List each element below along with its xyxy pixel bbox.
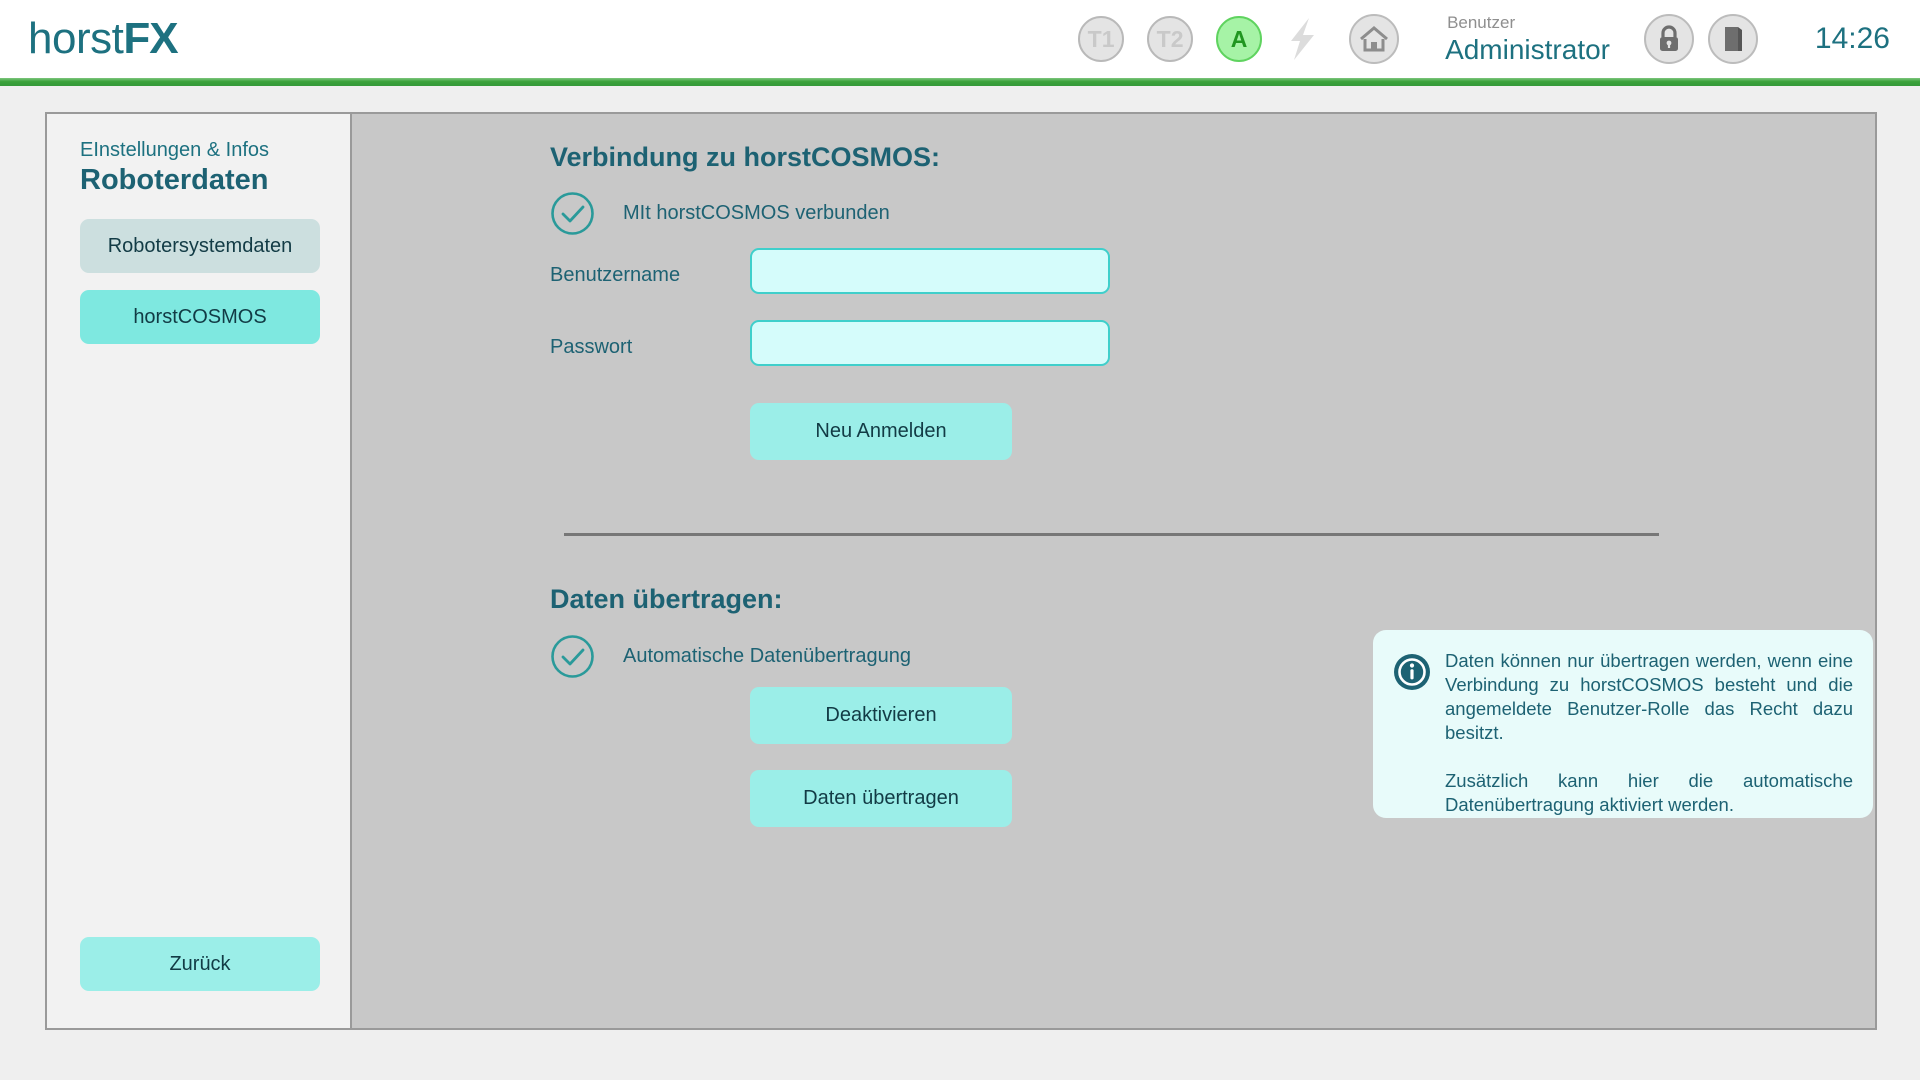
sidebar-item-label: Robotersystemdaten	[107, 234, 293, 257]
sidebar-subtitle: EInstellungen & Infos	[80, 139, 270, 161]
user-name: Administrator	[1445, 33, 1610, 65]
header-right-cluster: T1 T2 A Benutzer Administrator	[1078, 0, 1920, 78]
mode-pill-t2[interactable]: T2	[1147, 16, 1194, 62]
logo-text-bold: FX	[123, 14, 178, 63]
mode-pill-t2-label: T2	[1156, 25, 1184, 52]
lightning-bolt-icon[interactable]	[1285, 16, 1319, 62]
sidebar-item-label: horstCOSMOS	[133, 305, 267, 328]
connection-heading: Verbindung zu horstCOSMOS:	[550, 142, 940, 172]
book-icon[interactable]	[1708, 14, 1758, 64]
app-logo: horstFX	[28, 14, 179, 64]
connection-status-row: MIt horstCOSMOS verbunden	[550, 191, 890, 236]
password-input[interactable]	[750, 320, 1110, 366]
transfer-status-row: Automatische Datenübertragung	[550, 634, 911, 679]
sidebar-item-robotersystemdaten[interactable]: Robotersystemdaten	[80, 219, 320, 273]
info-paragraph-1: Daten können nur übertragen werden, wenn…	[1445, 650, 1853, 743]
lock-icon[interactable]	[1644, 14, 1694, 64]
page-title: Roboterdaten	[80, 164, 269, 196]
info-box-text: Daten können nur übertragen werden, wenn…	[1445, 649, 1853, 815]
check-circle-icon	[550, 634, 595, 679]
back-button[interactable]: Zurück	[80, 937, 320, 991]
sidebar: EInstellungen & Infos Roboterdaten Robot…	[47, 114, 352, 1028]
info-paragraph-2: Zusätzlich kann hier die automatische Da…	[1445, 770, 1853, 815]
transfer-heading: Daten übertragen:	[550, 584, 783, 614]
app-header: horstFX T1 T2 A Benutzer Administrator	[0, 0, 1920, 78]
logo-text-light: horst	[28, 14, 124, 63]
main-content: Verbindung zu horstCOSMOS: MIt horstCOSM…	[352, 114, 1875, 1028]
mode-pill-a[interactable]: A	[1216, 16, 1263, 62]
transfer-status-text: Automatische Datenübertragung	[623, 645, 911, 667]
sidebar-item-horstcosmos[interactable]: horstCOSMOS	[80, 290, 320, 344]
mode-pill-a-label: A	[1230, 25, 1248, 52]
info-circle-icon	[1393, 653, 1431, 799]
user-label: Benutzer	[1447, 12, 1516, 32]
clock: 14:26	[1814, 22, 1890, 55]
login-button[interactable]: Neu Anmelden	[750, 403, 1012, 460]
user-info: Benutzer Administrator	[1445, 13, 1610, 66]
username-label: Benutzername	[550, 264, 681, 286]
back-button-label: Zurück	[169, 952, 231, 975]
mode-pill-t1[interactable]: T1	[1078, 16, 1125, 62]
deactivate-button[interactable]: Deaktivieren	[750, 687, 1012, 744]
home-icon[interactable]	[1349, 14, 1400, 64]
section-divider	[564, 533, 1659, 536]
connection-status-text: MIt horstCOSMOS verbunden	[623, 202, 890, 224]
deactivate-button-label: Deaktivieren	[825, 704, 937, 726]
header-accent-bar	[0, 78, 1920, 86]
transfer-data-button-label: Daten übertragen	[803, 787, 959, 809]
check-circle-icon	[550, 191, 595, 236]
content-card: EInstellungen & Infos Roboterdaten Robot…	[45, 112, 1877, 1030]
username-input[interactable]	[750, 248, 1110, 294]
transfer-data-button[interactable]: Daten übertragen	[750, 770, 1012, 827]
info-box: Daten können nur übertragen werden, wenn…	[1373, 630, 1873, 818]
mode-pill-t1-label: T1	[1087, 25, 1115, 52]
password-label: Passwort	[550, 336, 633, 358]
login-button-label: Neu Anmelden	[815, 420, 947, 442]
